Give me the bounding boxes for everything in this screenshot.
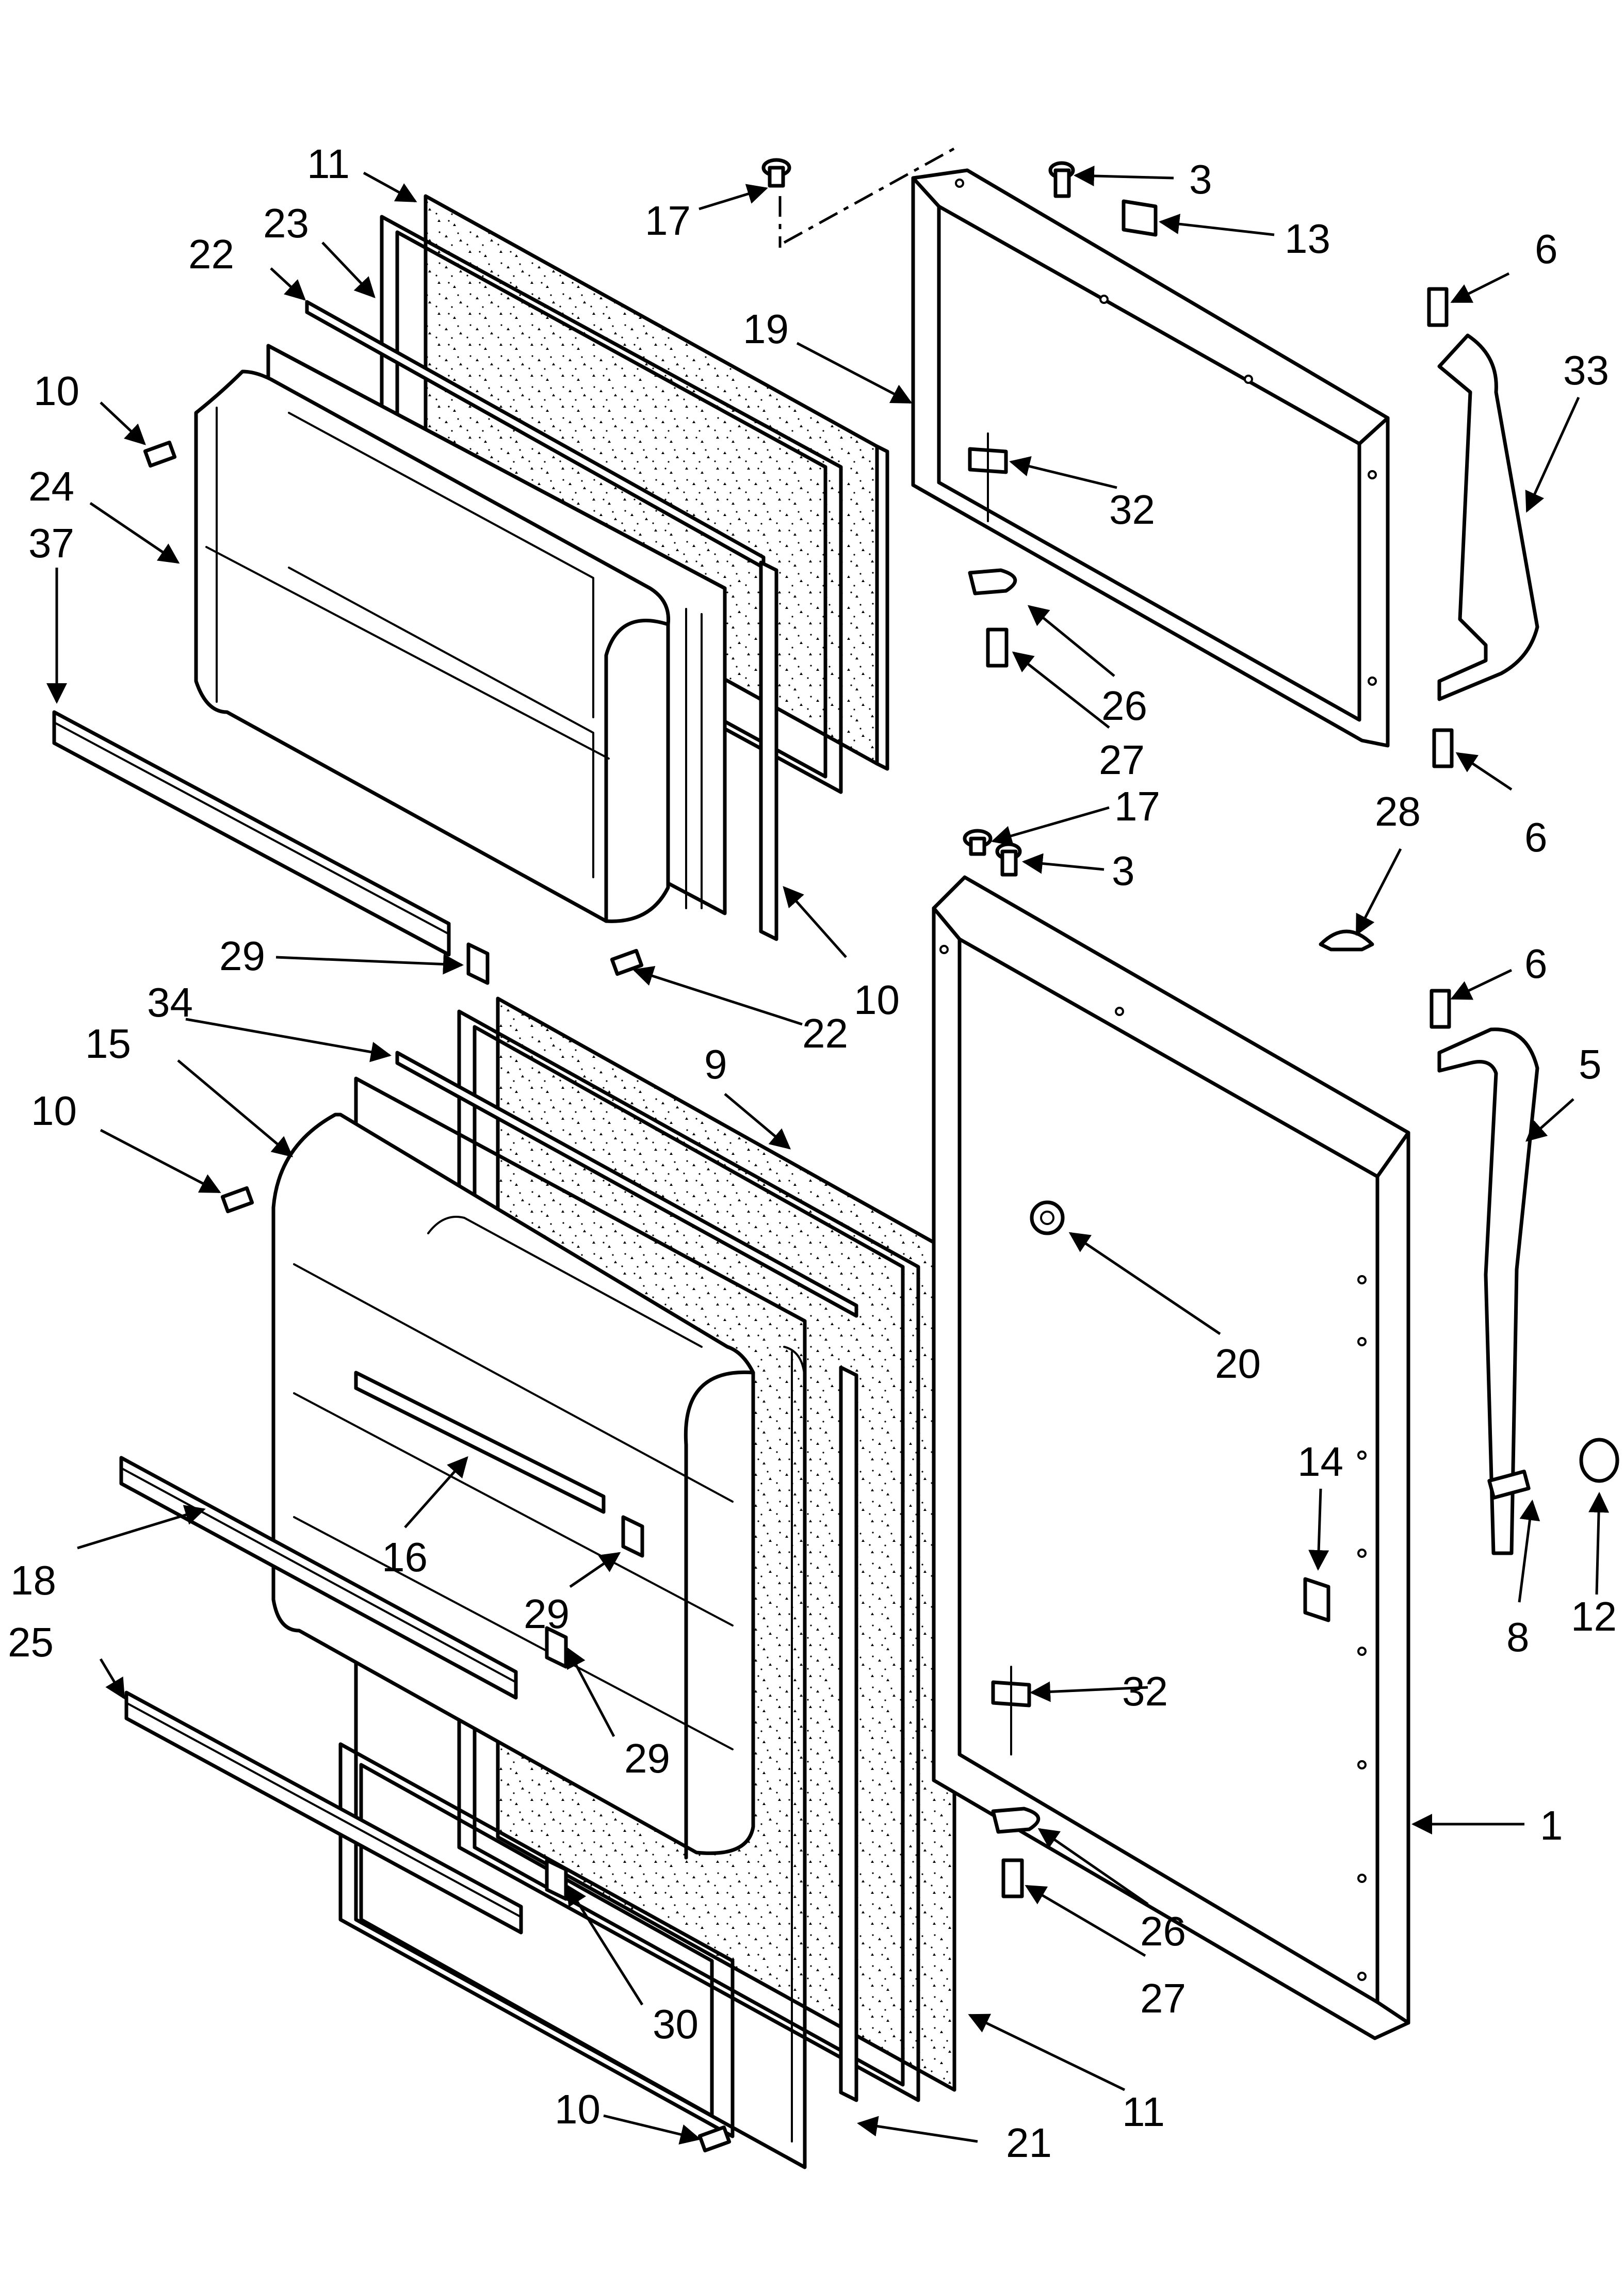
freezer-door-panel-19 (911, 168, 1390, 748)
hinge-bracket-26b (991, 1807, 1041, 1834)
freezer-liner-24 (194, 344, 727, 923)
shelf-retainer-16 (354, 1371, 606, 1514)
screw-10c (220, 1186, 254, 1214)
plug-line-17a-b (783, 146, 958, 244)
callout-11-fresh-food-insulation: 11 (1122, 2089, 1165, 2135)
callout-3-screw-a: 3 (1189, 156, 1212, 202)
nameplate-13 (1122, 199, 1158, 237)
fresh-food-shelf-retainer-22 (395, 1051, 858, 1318)
callout-26-hinge-bracket-a: 26 (1101, 683, 1147, 729)
callout-25-shelf-bar: 25 (8, 1619, 54, 1665)
freezer-door-trim-34 (759, 560, 778, 941)
callout-22-freezer-retainer: 22 (188, 231, 234, 277)
hinge-screw-27a (986, 627, 1009, 668)
callout-10-screw-b: 22 (802, 1010, 848, 1056)
callout-23-freezer-gasket: 23 (263, 200, 309, 246)
hinge-32b (991, 1666, 1031, 1755)
callout-18-shelf-bar: 18 (10, 1557, 56, 1603)
callout-6-handle-screw-a: 6 (1535, 226, 1558, 272)
callout-32-hinge-b: 32 (1122, 1668, 1168, 1714)
shelf-end-cap-30 (545, 1858, 568, 1901)
handle-screw-6a (1427, 287, 1449, 327)
shelf-end-cap-29b (621, 1515, 644, 1558)
callout-11-freezer-insulation: 11 (307, 141, 350, 187)
callout-34-freezer-trim: 10 (854, 977, 900, 1023)
callout-12-screw-cover: 12 (1571, 1593, 1617, 1639)
callout-27-hinge-screw-a: 27 (1099, 737, 1145, 783)
handle-screw-6c (1430, 989, 1451, 1029)
callout-labels: 11 23 22 10 24 37 17 3 13 6 33 19 32 26 … (8, 141, 1617, 2166)
callout-17-plug-b: 17 (1114, 783, 1160, 829)
fresh-food-door-panel-1 (932, 875, 1410, 2040)
callout-22-fresh-food-retainer: 34 (147, 979, 193, 1025)
door-plug-17b (963, 829, 993, 856)
callout-29-end-cap-c: 29 (624, 1735, 670, 1781)
shelf-end-cap-29c (545, 1626, 568, 1669)
callout-32-hinge-a: 32 (1109, 487, 1155, 533)
door-bracket-14 (1303, 1577, 1330, 1622)
callout-24-freezer-liner: 24 (28, 463, 74, 509)
screw-10b (610, 948, 644, 976)
callout-28-hole-plug: 28 (1375, 788, 1421, 834)
callout-14-door-bracket: 14 (1297, 1439, 1343, 1485)
door-stop-20 (1030, 1200, 1065, 1235)
screw-10d (697, 2125, 732, 2153)
callout-30-end-cap: 30 (653, 2001, 699, 2047)
screw-10a (143, 440, 177, 468)
fresh-food-handle-5 (1437, 1027, 1539, 1555)
callout-6-handle-screw-b: 6 (1524, 814, 1548, 860)
hinge-screw-27b (1001, 1858, 1024, 1898)
callout-13-nameplate: 13 (1285, 216, 1330, 262)
leader-lines (46, 165, 1610, 2145)
callout-29-end-cap-b: 29 (524, 1591, 570, 1637)
hinge-bracket-26a (968, 568, 1017, 595)
callout-3-screw-b: 3 (1112, 848, 1135, 894)
callout-21-door-trim: 21 (1006, 2120, 1052, 2166)
callout-27-hinge-screw-b: 27 (1140, 1975, 1186, 2021)
shelf-end-cap-29a (466, 942, 490, 985)
callout-1-fresh-food-door: 1 (1540, 1802, 1563, 1848)
callout-37-shelf-bar: 37 (28, 520, 74, 566)
callout-19-freezer-door: 19 (743, 306, 789, 352)
callout-16-shelf-retainer: 16 (382, 1534, 428, 1580)
callout-10-screw-a: 10 (34, 368, 79, 414)
callout-5-fresh-food-handle: 5 (1579, 1041, 1602, 1087)
fresh-food-liner-15 (271, 1076, 807, 2169)
door-screw-3a (1048, 161, 1075, 198)
callout-15-fresh-food-liner: 15 (85, 1021, 131, 1067)
hinge-32a (968, 432, 1008, 522)
door-trim-21 (839, 1365, 858, 2102)
freezer-handle-33 (1437, 333, 1539, 701)
callout-10-screw-c: 10 (31, 1088, 77, 1134)
callout-26-hinge-bracket-b: 26 (1140, 1908, 1186, 1954)
screw-cover-12 (1579, 1438, 1619, 1483)
door-screw-3b (995, 842, 1022, 877)
handle-screw-6b (1432, 728, 1454, 768)
door-shelf-bar-25 (124, 1690, 523, 1935)
callout-8-handle-screw: 8 (1506, 1614, 1530, 1660)
handle-screw-8 (1487, 1470, 1531, 1500)
callout-20-door-stop: 20 (1215, 1341, 1261, 1387)
callout-33-freezer-handle: 33 (1563, 347, 1609, 393)
callout-29-end-cap-a: 29 (219, 933, 265, 979)
hole-plug-28 (1319, 929, 1374, 952)
fresh-food-liner-bottom-frame (338, 1742, 735, 2138)
callout-17-plug-a: 17 (645, 198, 691, 244)
callout-9-door-gasket: 9 (704, 1041, 727, 1087)
door-shelf-bar-18 (119, 1456, 518, 1700)
door-plug-17a (761, 158, 791, 188)
callout-10-screw-d: 10 (555, 2086, 600, 2132)
callout-6-handle-screw-c: 6 (1524, 941, 1548, 987)
